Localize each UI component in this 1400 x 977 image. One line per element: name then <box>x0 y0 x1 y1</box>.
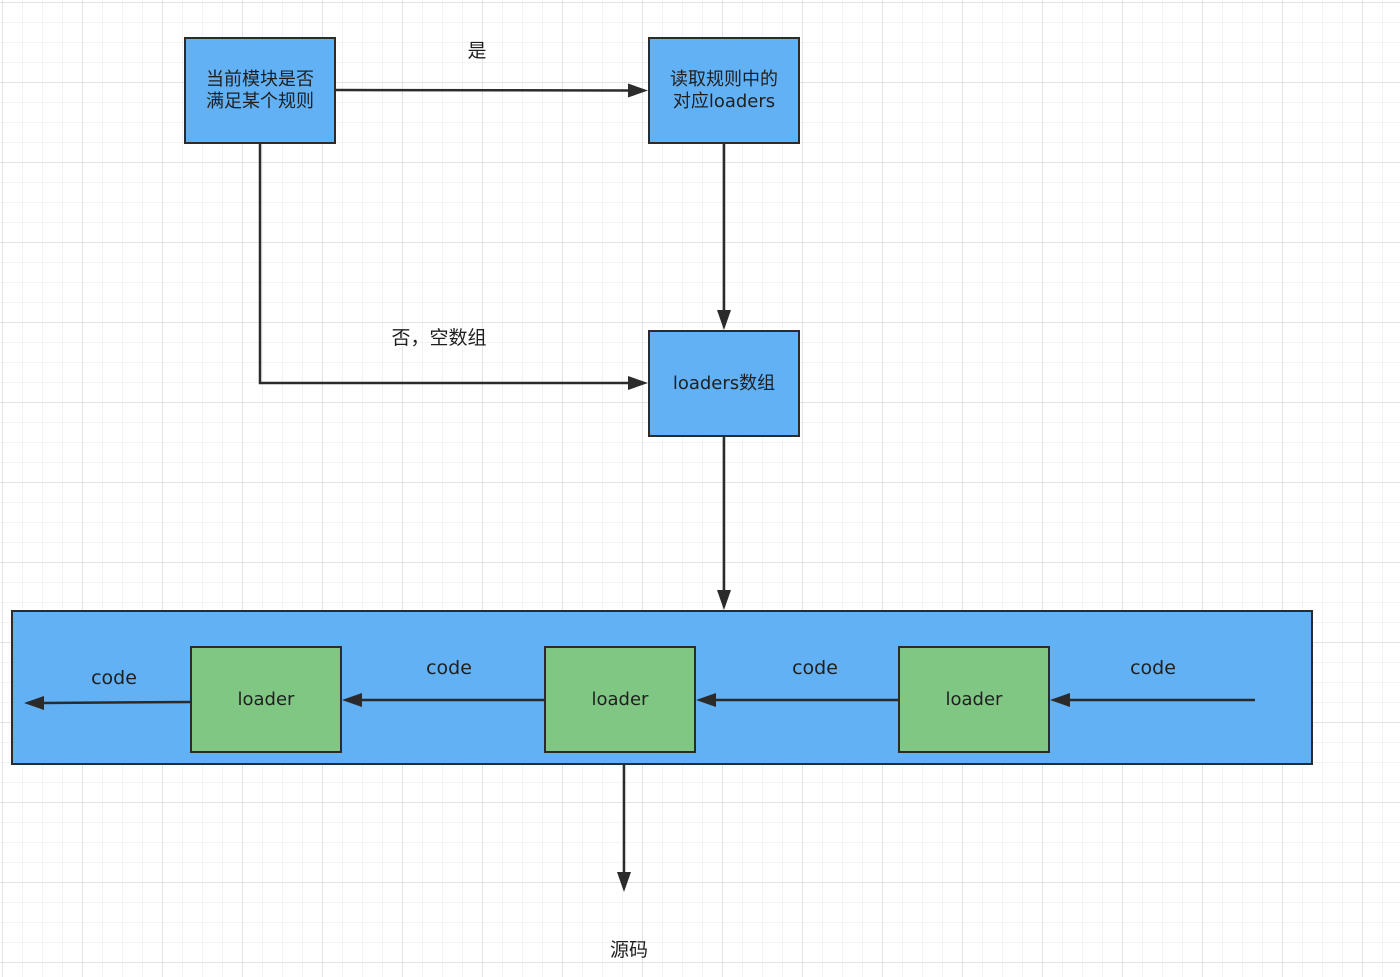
no-edge <box>258 144 630 385</box>
pipeline-to-source-arrowhead <box>617 872 631 892</box>
yes-label: 是 <box>467 40 487 62</box>
read-rule-loaders-box[interactable]: 读取规则中的 对应loaders <box>648 37 800 144</box>
read-to-array-arrowhead <box>717 310 731 330</box>
loader-box-3[interactable]: loader <box>898 646 1050 753</box>
no-edge-arrowhead <box>628 376 648 390</box>
code-between-label-2: code <box>792 657 838 679</box>
loader3-to-loader2-arrowhead <box>696 693 716 707</box>
yes-edge <box>335 88 631 92</box>
code-in-arrowhead <box>1050 693 1070 707</box>
array-to-pipeline-arrowhead <box>717 590 731 610</box>
yes-edge-arrowhead <box>628 83 648 98</box>
loader-box-2[interactable]: loader <box>544 646 696 753</box>
code-output-label: code <box>91 667 137 689</box>
loader-box-1[interactable]: loader <box>190 646 342 753</box>
code-input-label: code <box>1130 657 1176 679</box>
code-out-arrowhead <box>24 696 44 710</box>
check-rule-box[interactable]: 当前模块是否 满足某个规则 <box>184 37 336 144</box>
loader2-to-loader1-arrowhead <box>342 693 362 707</box>
source-code-label: 源码 <box>609 939 649 961</box>
loaders-array-box[interactable]: loaders数组 <box>648 330 800 437</box>
code-out-edge <box>41 700 191 705</box>
no-empty-array-label: 否，空数组 <box>391 327 487 349</box>
code-between-label-1: code <box>426 657 472 679</box>
